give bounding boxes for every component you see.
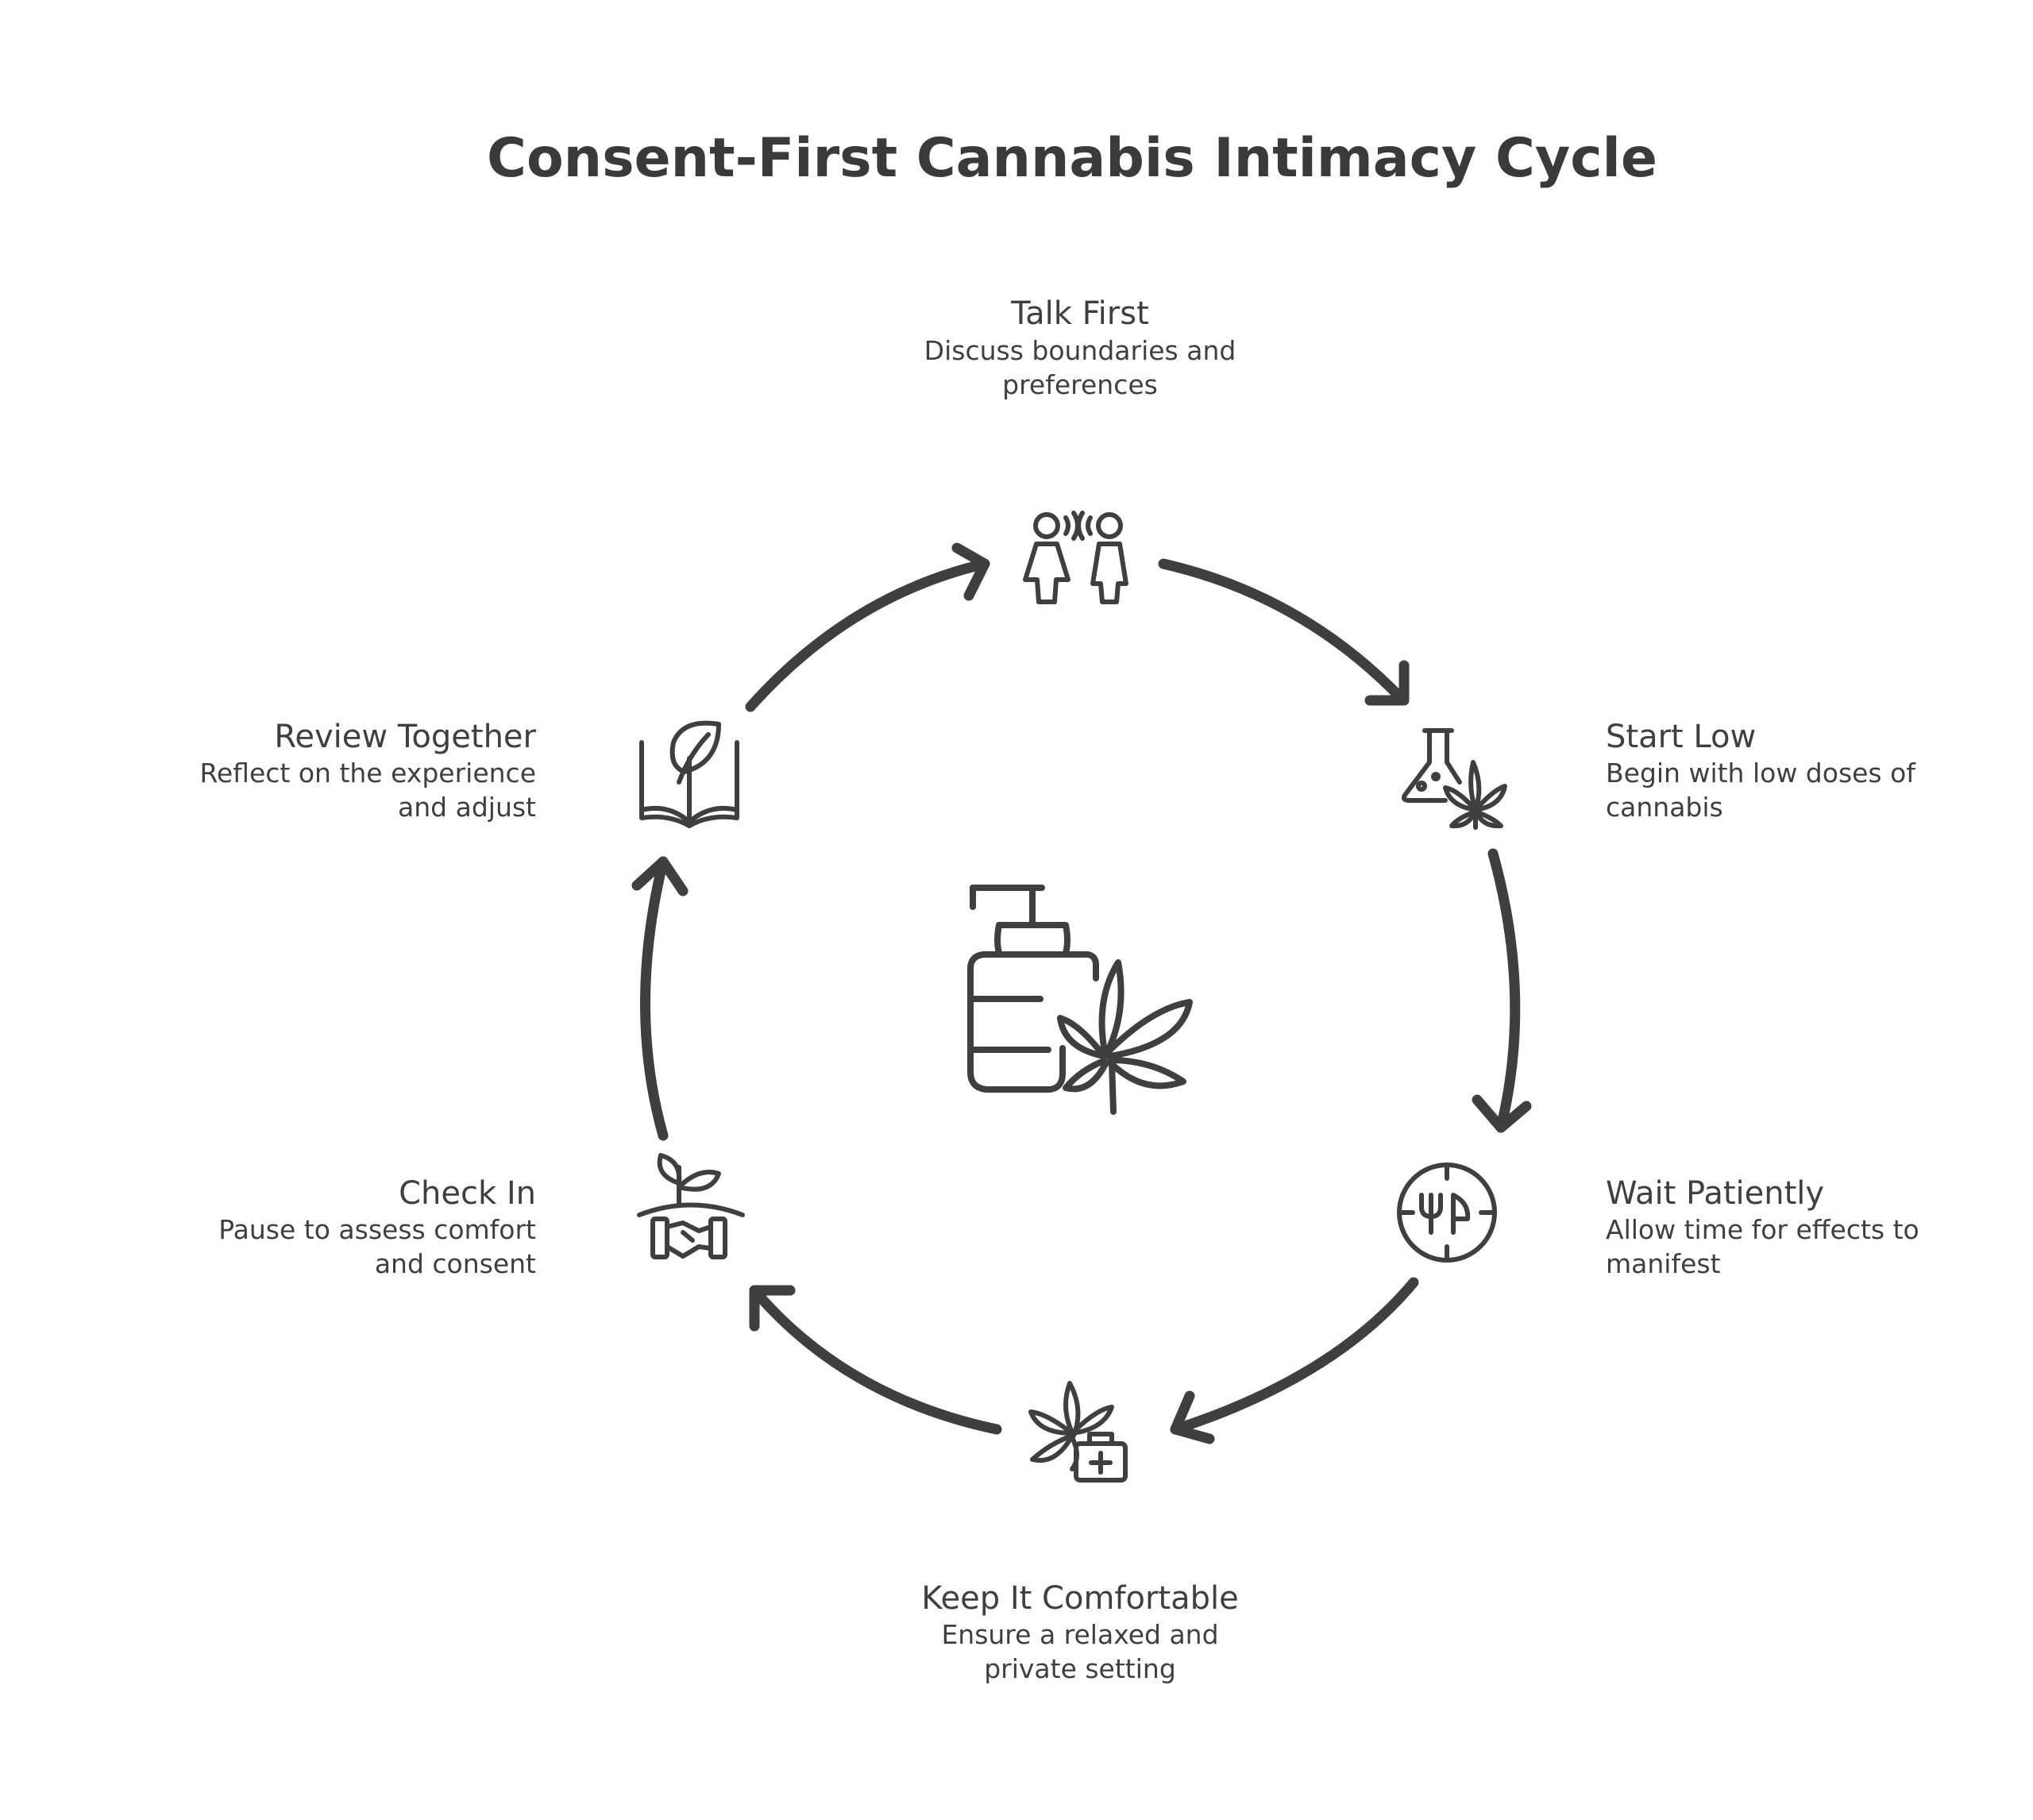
handshake-plant-icon	[637, 1153, 745, 1259]
step-desc-keep-it-comfortable-line1: Ensure a relaxed and	[941, 1619, 1219, 1650]
step-title-check-in: Check In	[399, 1175, 536, 1212]
step-desc-start-low-line1: Begin with low doses of	[1606, 758, 1915, 789]
arrow-comfort-to-checkin	[749, 1285, 1002, 1435]
flask-cannabis-icon	[1401, 728, 1507, 830]
clock-icon	[1397, 1163, 1497, 1263]
step-desc-talk-first-line2: preferences	[1002, 369, 1158, 400]
step-desc-wait-patiently-line2: manifest	[1606, 1248, 1721, 1279]
step-desc-check-in-line1: Pause to assess comfort	[218, 1214, 536, 1245]
arrow-review-to-talk	[745, 542, 990, 712]
arrow-talk-to-start	[1158, 558, 1410, 706]
arrow-start-to-wait	[1472, 848, 1532, 1133]
step-desc-review-together-line1: Reflect on the experience	[199, 758, 536, 789]
step-title-start-low: Start Low	[1606, 719, 1757, 755]
step-desc-check-in-line2: and consent	[374, 1248, 536, 1279]
arrow-wait-to-comfort	[1170, 1277, 1419, 1444]
step-desc-talk-first-line1: Discuss boundaries and	[924, 335, 1236, 366]
step-title-wait-patiently: Wait Patiently	[1606, 1175, 1825, 1212]
two-people-talking-icon	[1023, 511, 1128, 604]
step-title-talk-first: Talk First	[1011, 295, 1149, 332]
lotion-bottle-cannabis-icon	[967, 885, 1193, 1115]
step-desc-wait-patiently-line1: Allow time for effects to	[1606, 1214, 1919, 1245]
book-leaf-icon	[639, 720, 739, 828]
step-title-keep-it-comfortable: Keep It Comfortable	[921, 1580, 1239, 1617]
cannabis-first-aid-icon	[1028, 1381, 1128, 1483]
step-desc-keep-it-comfortable-line2: private setting	[984, 1653, 1176, 1684]
step-desc-start-low-line2: cannabis	[1606, 792, 1723, 823]
arrow-checkin-to-review	[631, 856, 689, 1141]
step-desc-review-together-line2: and adjust	[398, 792, 536, 823]
step-title-review-together: Review Together	[274, 719, 536, 755]
diagram-title: Consent-First Cannabis Intimacy Cycle	[487, 127, 1657, 190]
